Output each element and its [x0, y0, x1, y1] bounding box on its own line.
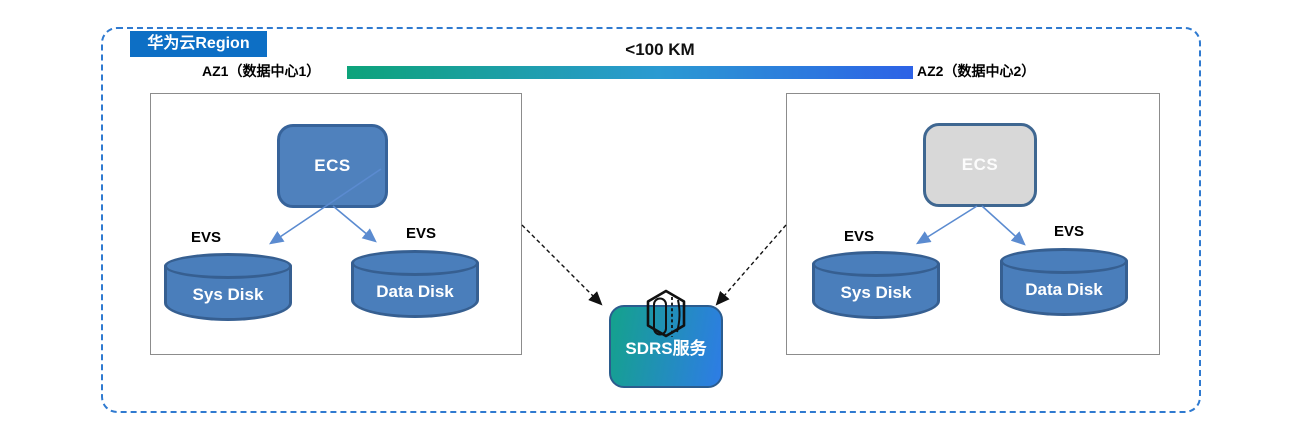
az1-sys-disk-cylinder: Sys Disk — [164, 253, 292, 321]
az1-data-disk-cylinder: Data Disk — [351, 250, 479, 318]
distance-label: <100 KM — [625, 40, 695, 59]
az1-label: AZ1（数据中心1） — [202, 63, 321, 79]
az2-evs-label-left: EVS — [844, 228, 875, 245]
az2-sys-disk-cylinder: Sys Disk — [812, 251, 940, 319]
disk-label: Data Disk — [1025, 280, 1103, 299]
cylinder-top — [1000, 248, 1128, 274]
az1-evs-label-right: EVS — [406, 225, 437, 242]
az2-ecs-node: ECS — [923, 123, 1037, 207]
az2-label: AZ2（数据中心2） — [917, 63, 1036, 79]
az2-data-disk-cylinder: Data Disk — [1000, 248, 1128, 316]
az1-evs-label-left: EVS — [191, 229, 222, 246]
az1-ecs-node: ECS — [277, 124, 388, 208]
region-boundary — [101, 27, 1201, 413]
cylinder-top — [164, 253, 292, 279]
disk-label: Sys Disk — [192, 285, 264, 304]
sdrs-service-node: SDRS服务 — [609, 305, 723, 388]
disk-label: Sys Disk — [840, 283, 912, 302]
az2-evs-label-right: EVS — [1054, 223, 1085, 240]
cylinder-top — [812, 251, 940, 277]
disk-label: Data Disk — [376, 282, 454, 301]
region-label: 华为云Region — [130, 31, 267, 57]
distance-gradient-bar — [347, 66, 913, 79]
cylinder-top — [351, 250, 479, 276]
